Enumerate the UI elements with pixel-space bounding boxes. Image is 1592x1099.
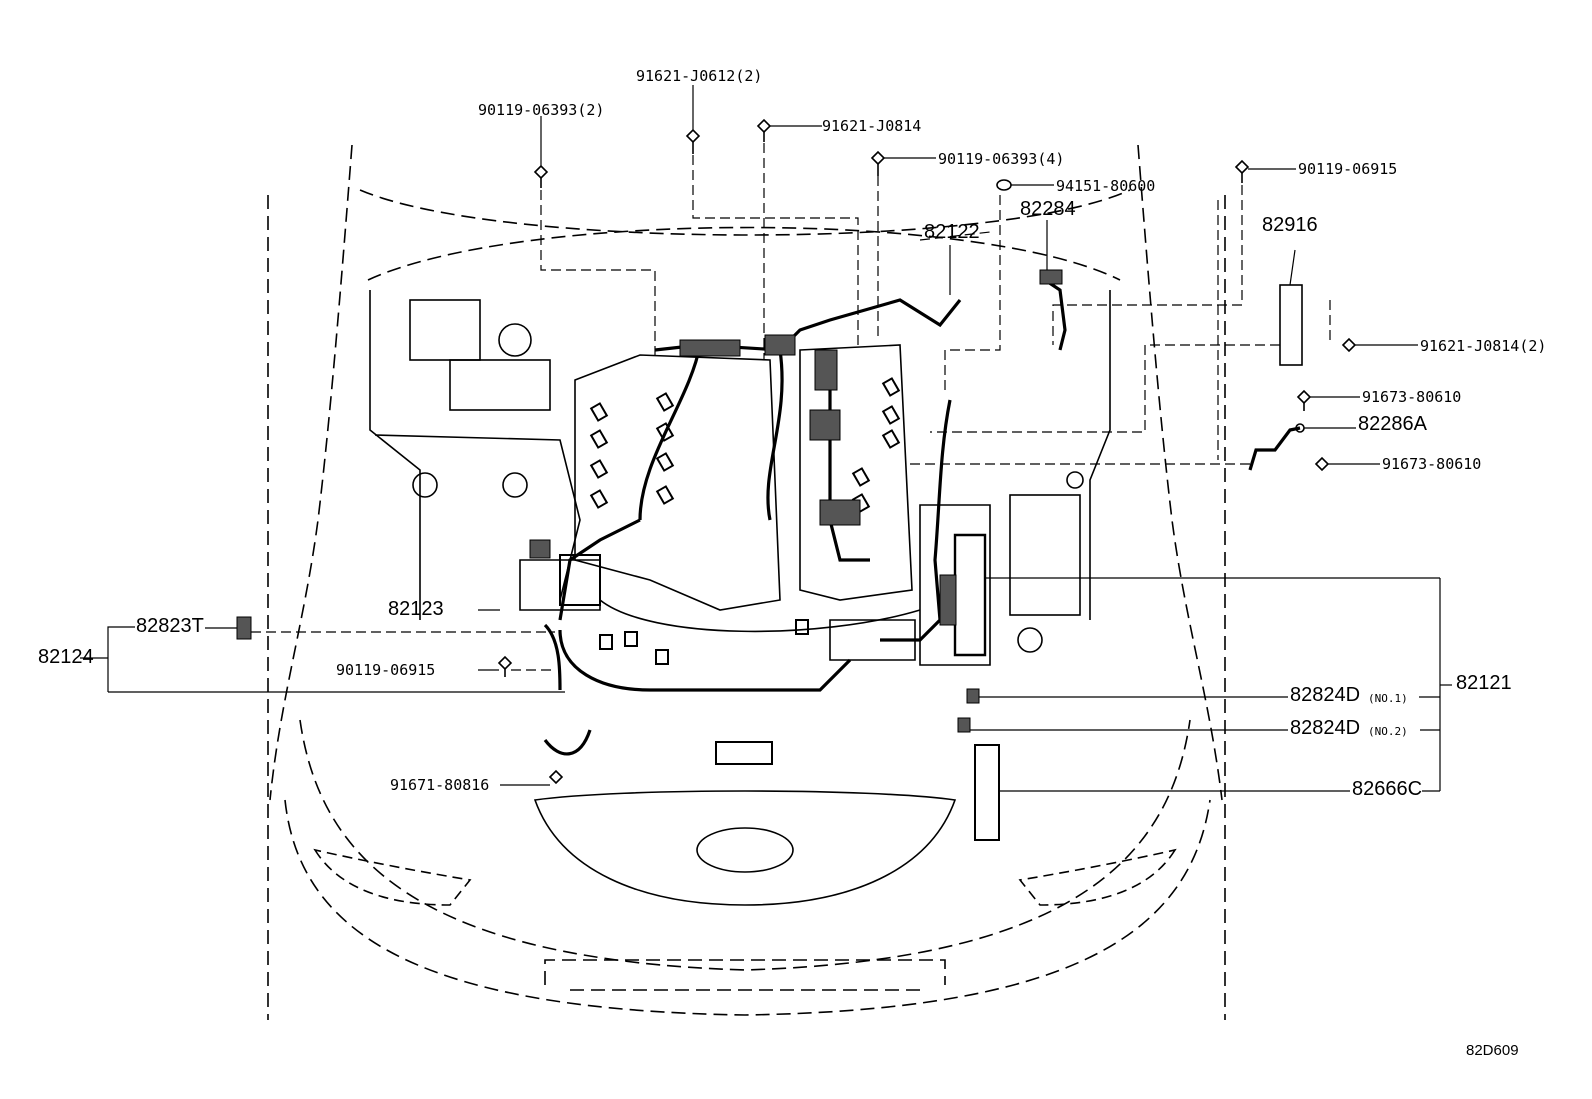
- part-label-90119-06915-top: 90119-06915: [1298, 160, 1398, 178]
- grille: [313, 741, 1177, 906]
- part-label-82121: 82121: [1456, 672, 1512, 694]
- part-label-82916: 82916: [1262, 214, 1318, 236]
- part-label-82124: 82124: [38, 646, 94, 668]
- part-label-82286a: 82286A: [1358, 413, 1427, 435]
- part-label-91673-80610-b: 91673-80610: [1382, 455, 1482, 473]
- fasteners: [497, 118, 1357, 785]
- part-label-82824d-no1: 82824D: [1290, 684, 1361, 706]
- part-label-82122: 82122: [924, 221, 980, 243]
- part-label-91621-j0814: 91621-J0814: [822, 117, 922, 135]
- harness: [543, 278, 1301, 756]
- diagram-code: 82D609: [1466, 1042, 1519, 1059]
- part-label-94151-80600: 94151-80600: [1056, 177, 1156, 195]
- engine-block: [519, 344, 991, 666]
- body-outline: [267, 144, 1226, 1020]
- part-label-82823t: 82823T: [136, 615, 204, 637]
- part-note-no1: (NO.1): [1368, 692, 1408, 705]
- part-note-no2: (NO.2): [1368, 725, 1408, 738]
- dashed-leaders: [251, 143, 1331, 671]
- coil-connectors: [589, 377, 901, 665]
- part-label-82666c: 82666C: [1352, 778, 1423, 800]
- part-label-91621-j0612: 91621-J0612(2): [636, 67, 763, 85]
- leader-lines: [80, 85, 1452, 792]
- part-label-90119-06393-2: 90119-06393(2): [478, 101, 605, 119]
- part-label-91671-80816: 91671-80816: [390, 776, 490, 794]
- part-label-91673-80610-a: 91673-80610: [1362, 388, 1462, 406]
- harness-blocks: [236, 269, 1303, 841]
- part-label-82123: 82123: [388, 598, 444, 620]
- part-label-91621-j0814-2: 91621-J0814(2): [1420, 337, 1547, 355]
- part-label-90119-06393-4: 90119-06393(4): [938, 150, 1065, 168]
- part-label-82824d-no2: 82824D: [1290, 717, 1361, 739]
- engine-bay: [369, 290, 1111, 653]
- part-label-82284: 82284: [1020, 198, 1076, 220]
- part-label-90119-06915-left: 90119-06915: [336, 661, 436, 679]
